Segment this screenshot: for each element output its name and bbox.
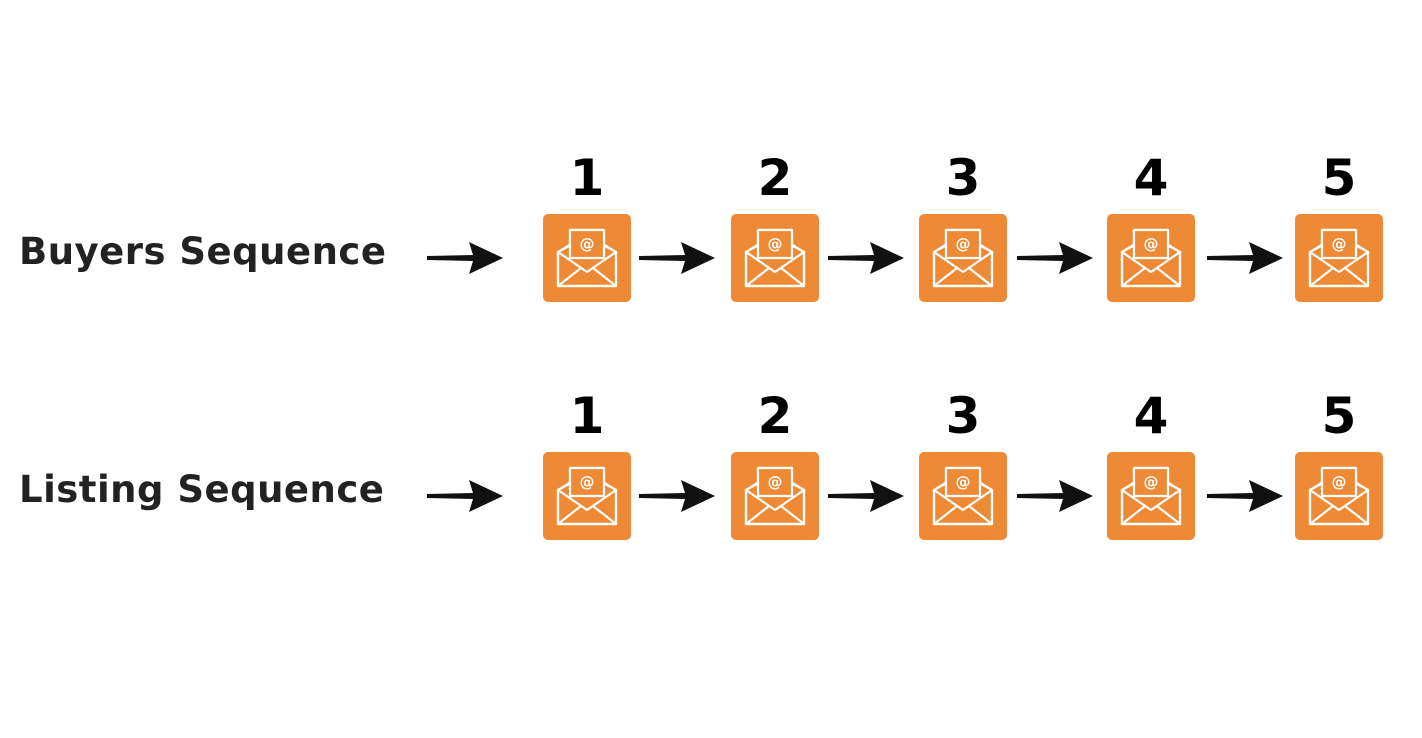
envelope-at-icon: @ [1295,214,1383,302]
step-number: 2 [757,149,793,207]
envelope-at-icon: @ [543,214,631,302]
arrow-icon [826,476,906,516]
listing-step-3: 3 @ [919,378,1007,540]
buyers-step-1: 1 @ [543,140,631,302]
listing-step-1: 1 @ [543,378,631,540]
svg-text:@: @ [768,473,783,491]
envelope-at-icon: @ [919,214,1007,302]
buyers-sequence-label: Buyers Sequence [19,230,387,273]
envelope-at-icon: @ [1107,214,1195,302]
buyers-step-2: 2 @ [731,140,819,302]
arrow-icon [1205,238,1285,278]
buyers-sequence-row: Buyers Sequence 1 @ 2 @ 3 @ 4 @ 5 @ [0,140,1422,302]
envelope-at-icon: @ [919,452,1007,540]
arrow-icon [637,238,717,278]
envelope-at-icon: @ [731,214,819,302]
arrow-icon [1015,238,1095,278]
svg-text:@: @ [580,235,595,253]
envelope-at-icon: @ [543,452,631,540]
arrow-icon [1015,476,1095,516]
step-number: 5 [1321,387,1357,445]
listing-sequence-label: Listing Sequence [19,468,385,511]
step-number: 5 [1321,149,1357,207]
envelope-at-icon: @ [1107,452,1195,540]
step-number: 4 [1133,387,1169,445]
svg-text:@: @ [1144,473,1159,491]
step-number: 1 [569,149,605,207]
arrow-icon [1205,476,1285,516]
buyers-step-3: 3 @ [919,140,1007,302]
arrow-icon [637,476,717,516]
svg-text:@: @ [580,473,595,491]
step-number: 1 [569,387,605,445]
svg-text:@: @ [956,235,971,253]
listing-step-4: 4 @ [1107,378,1195,540]
svg-text:@: @ [1144,235,1159,253]
step-number: 3 [945,387,981,445]
buyers-step-4: 4 @ [1107,140,1195,302]
listing-step-2: 2 @ [731,378,819,540]
envelope-at-icon: @ [731,452,819,540]
buyers-step-5: 5 @ [1295,140,1383,302]
svg-text:@: @ [1332,235,1347,253]
listing-step-5: 5 @ [1295,378,1383,540]
arrow-icon [826,238,906,278]
envelope-at-icon: @ [1295,452,1383,540]
step-number: 4 [1133,149,1169,207]
step-number: 3 [945,149,981,207]
svg-text:@: @ [1332,473,1347,491]
listing-sequence-row: Listing Sequence 1 @ 2 @ 3 @ 4 @ 5 @ [0,378,1422,540]
svg-text:@: @ [768,235,783,253]
arrow-icon [425,238,505,278]
svg-text:@: @ [956,473,971,491]
step-number: 2 [757,387,793,445]
arrow-icon [425,476,505,516]
